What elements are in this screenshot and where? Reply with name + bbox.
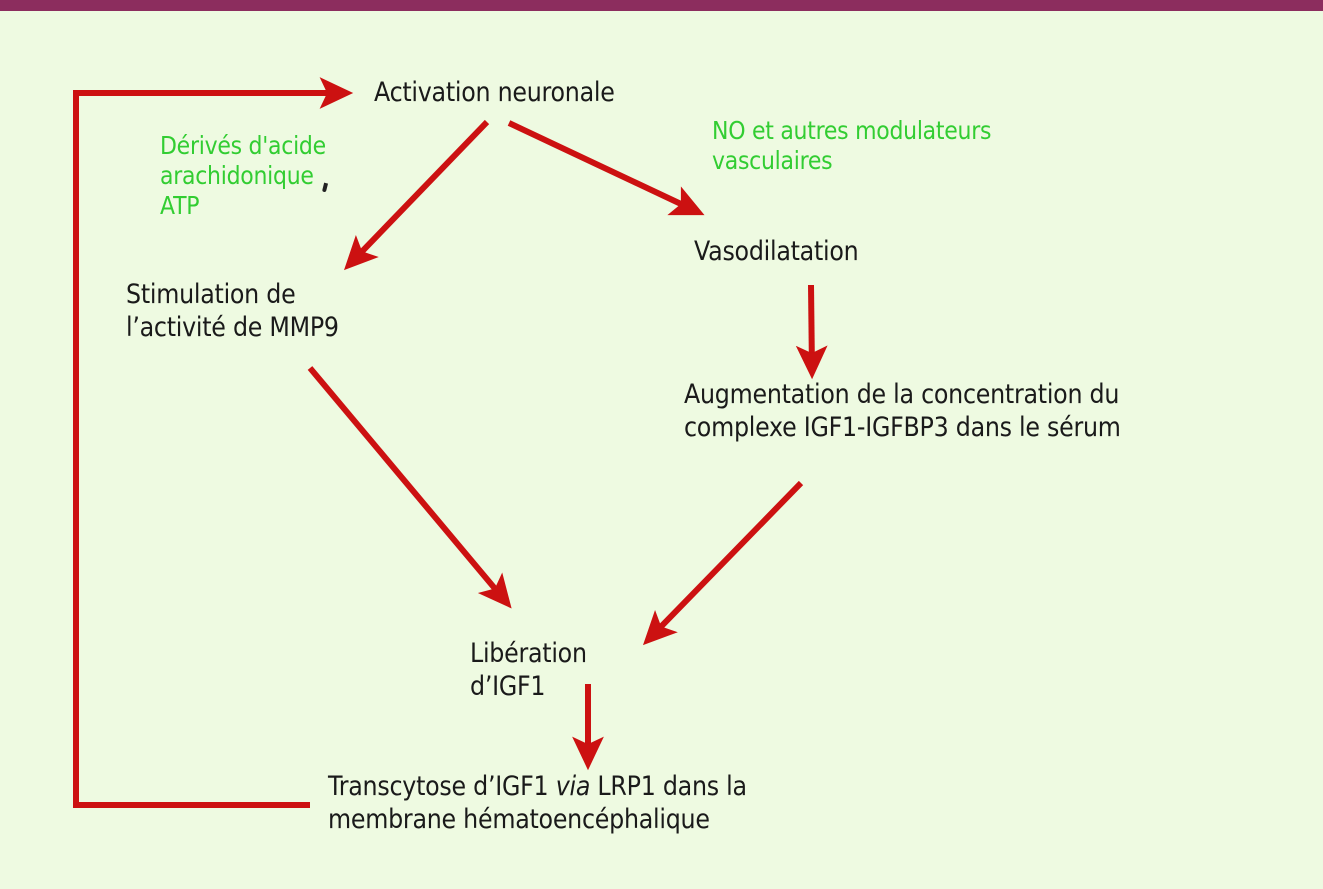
- node-augmentation-concentration: Augmentation de la concentration du comp…: [684, 379, 1121, 443]
- top-accent-bar: [0, 0, 1323, 11]
- transcytose-text-italic: via: [555, 771, 591, 802]
- arrow-vasodilatation-to-augmentation: [795, 284, 828, 380]
- transcytose-text-before: Transcytose d’IGF1: [328, 771, 556, 802]
- node-stimulation-mmp9: Stimulation de l’activité de MMP9: [126, 279, 339, 343]
- node-transcytose-igf1: Transcytose d’IGF1 via LRP1 dans la memb…: [328, 770, 747, 836]
- arrow-activation-to-stimulation: [344, 119, 490, 271]
- node-vasodilatation: Vasodilatation: [694, 236, 859, 267]
- node-liberation-igf1: Libération d’IGF1: [470, 638, 587, 702]
- arrow-activation-to-vasodilatation: [507, 120, 705, 216]
- edge-label-derives-acide-arachidonique: Dérivés d'acide arachidonique ATP: [160, 131, 326, 220]
- stray-ink-mark: [321, 182, 329, 193]
- edge-label-no-modulateurs-vasculaires: NO et autres modulateurs vasculaires: [712, 116, 992, 175]
- arrow-stimulation-to-liberation: [307, 366, 512, 609]
- node-activation-neuronale: Activation neuronale: [374, 77, 615, 108]
- transcytose-text-after: LRP1 dans la membrane hématoencéphalique: [328, 771, 747, 835]
- arrow-augmentation-to-liberation: [642, 480, 804, 646]
